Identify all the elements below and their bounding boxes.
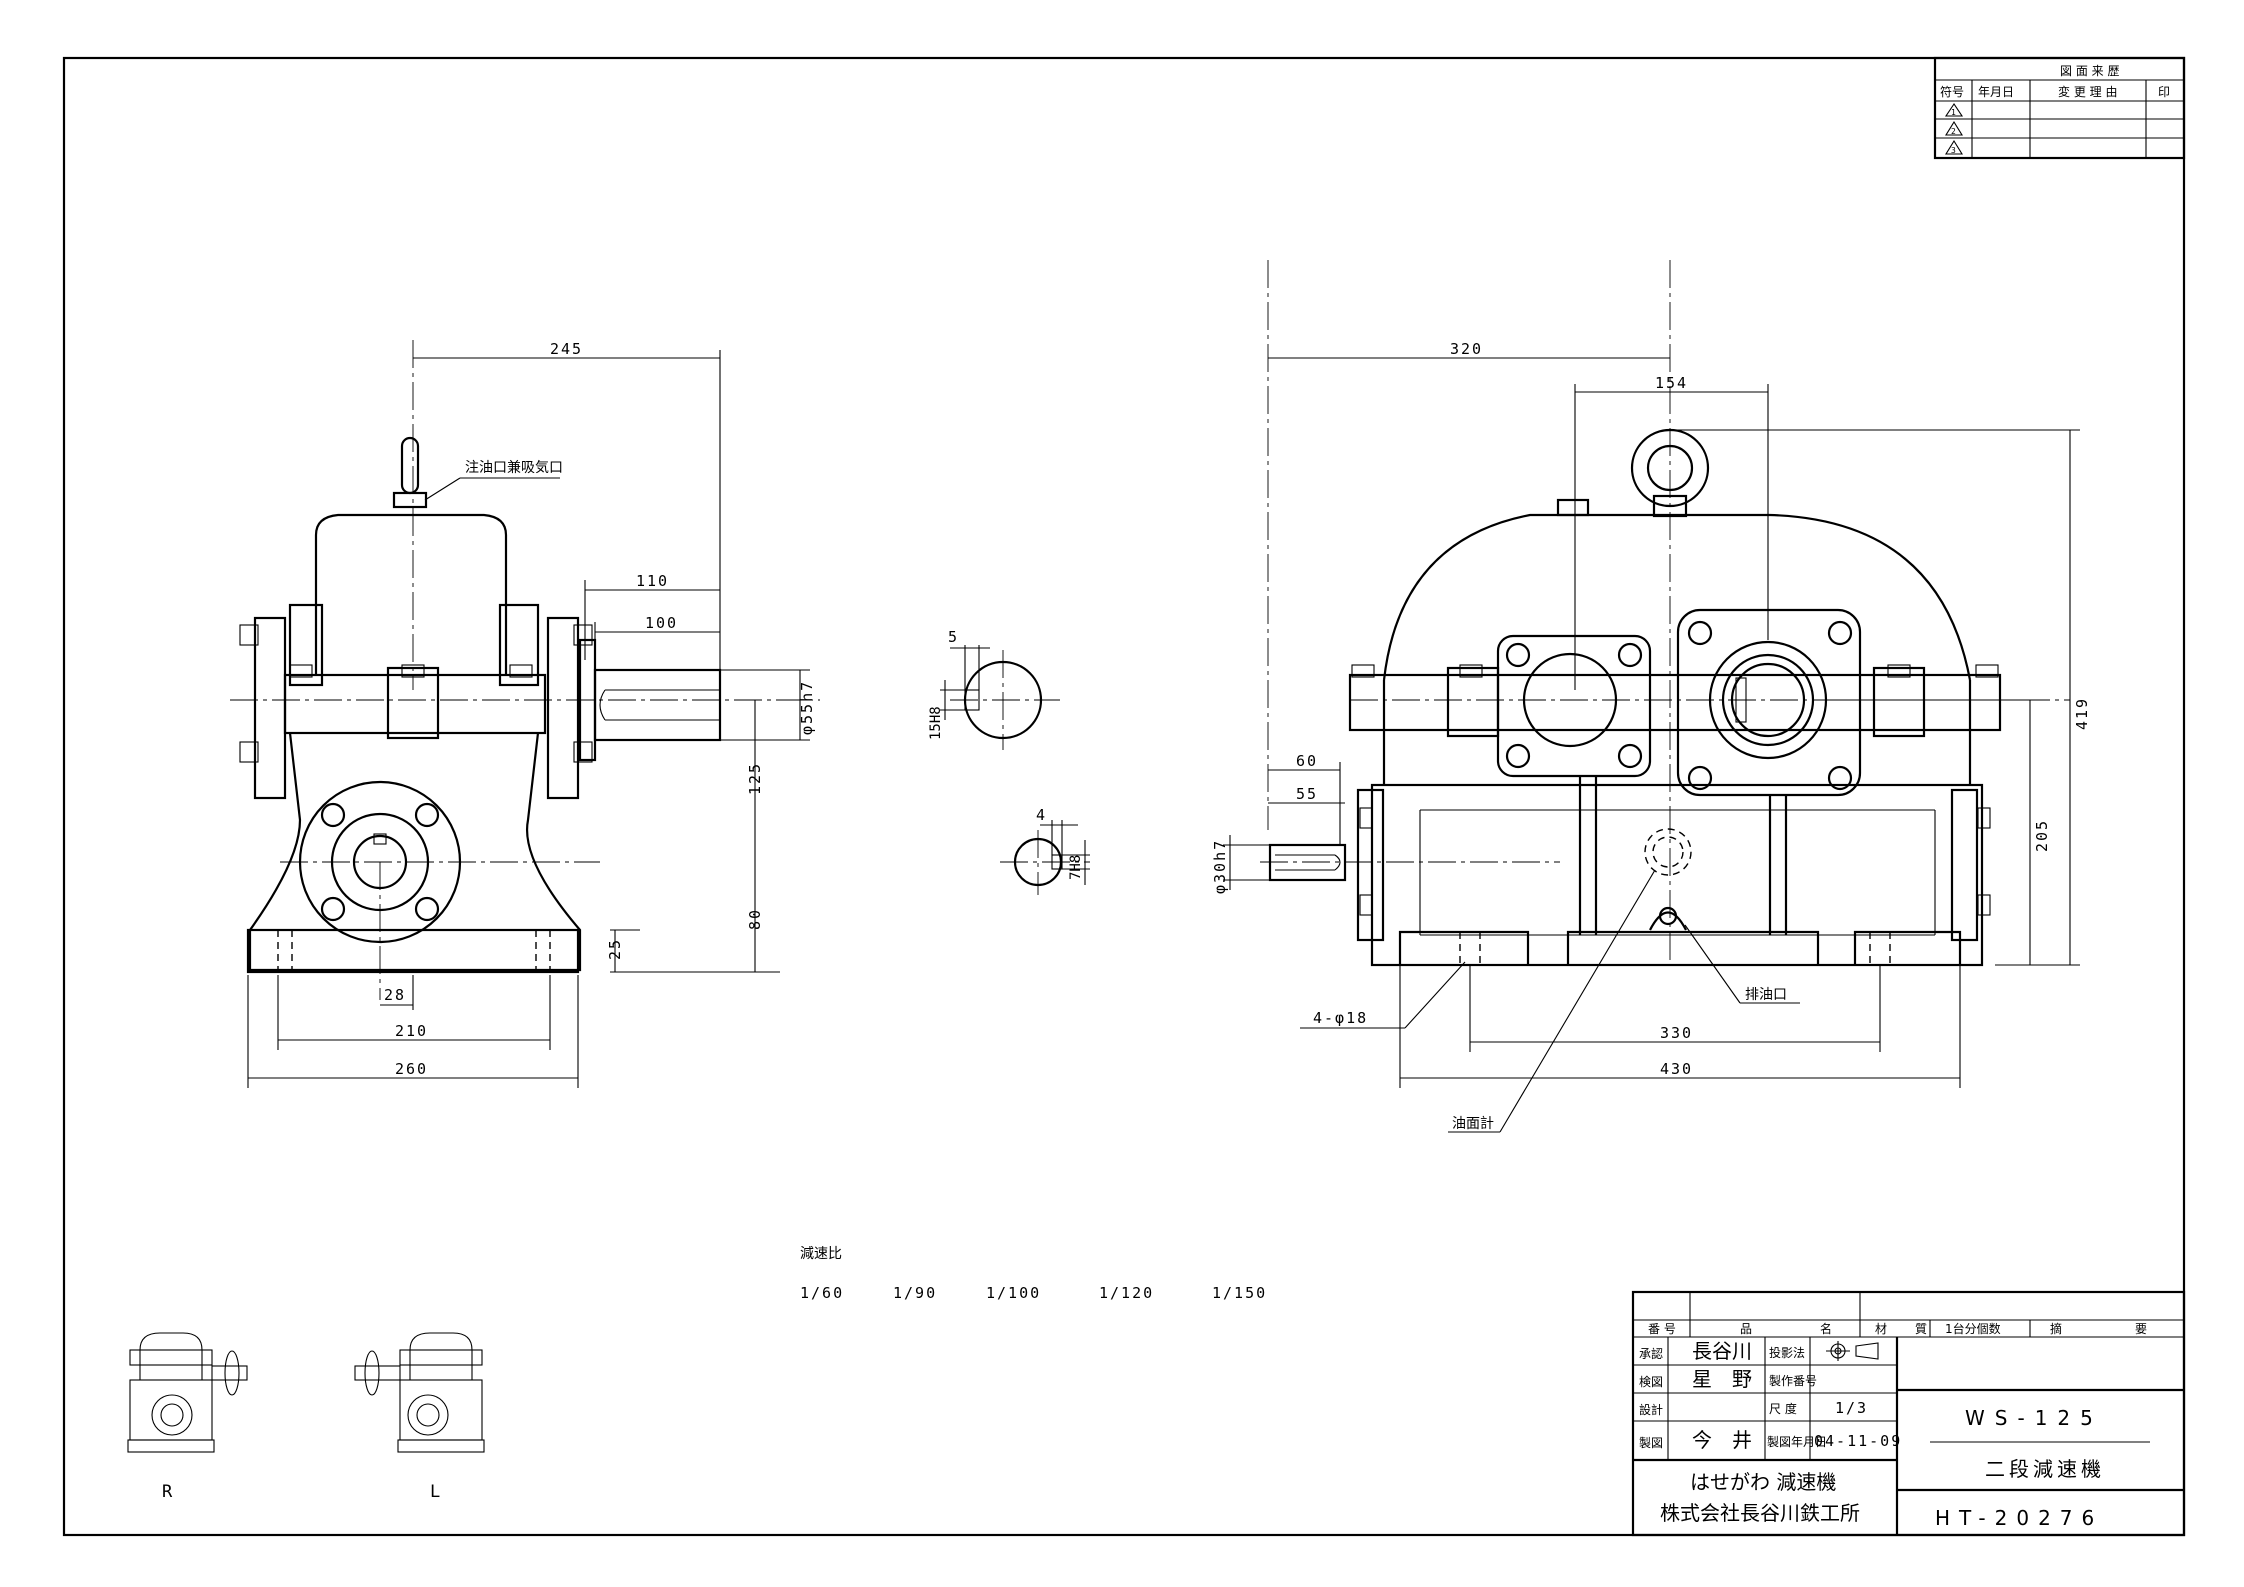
- dim-key-7h8: 7H8: [1068, 855, 1084, 880]
- tb-role-draft: 製図: [1639, 1436, 1663, 1450]
- dim-28: 28: [384, 986, 406, 1004]
- orientation-left-icon: L: [354, 1332, 485, 1502]
- ratio-value: 1/100: [986, 1284, 1041, 1302]
- dim-430: 430: [1660, 1060, 1693, 1078]
- side-view: 245 110 100 φ55h7 125 80 25 28 210 260 注…: [230, 340, 820, 1088]
- tb-label-projection: 投影法: [1769, 1345, 1805, 1360]
- label-drain: 排油口: [1745, 987, 1787, 1003]
- revision-triangle-icon: 3: [1945, 139, 1963, 155]
- tb-header: 要: [2135, 1322, 2147, 1336]
- front-input-shaft: [1268, 843, 1347, 882]
- front-view: 320 154 60 55 φ30h7 419 205 330 430 4-φ1…: [1211, 260, 2091, 1133]
- tb-name-approve: 長谷川: [1692, 1339, 1752, 1363]
- tb-role-design: 設計: [1639, 1402, 1663, 1417]
- tb-label-mfg-no: 製作番号: [1769, 1374, 1817, 1388]
- dim-320: 320: [1450, 340, 1483, 358]
- tb-role-check: 検図: [1639, 1375, 1663, 1389]
- ratio-label: 減速比: [800, 1245, 842, 1262]
- dim-260: 260: [395, 1060, 428, 1078]
- ratio-value: 1/150: [1212, 1284, 1267, 1302]
- svg-text:3: 3: [1951, 146, 1956, 155]
- dim-bolt-holes: 4-φ18: [1313, 1009, 1368, 1027]
- oil-gauge: [1644, 828, 1692, 876]
- dim-110: 110: [636, 572, 669, 590]
- dim-419: 419: [2073, 697, 2091, 730]
- ratio-value: 1/60: [800, 1284, 844, 1302]
- label-oil-inlet: 注油口兼吸気口: [465, 460, 563, 476]
- tb-header: 材: [1875, 1322, 1887, 1336]
- revision-history-block: 図 面 来 歴 符号 年月日 変 更 理 由 印 1 2 3: [1933, 56, 2186, 160]
- sheet-border: [62, 56, 2186, 1537]
- dim-245: 245: [550, 340, 583, 358]
- tb-header: 質: [1915, 1321, 1927, 1336]
- tb-drawing-no: HT-20276: [1935, 1506, 2103, 1530]
- revision-triangle-icon: 1: [1944, 103, 1964, 117]
- history-header-seal: 印: [2158, 85, 2170, 99]
- reduction-ratios: 減速比 1/60 1/90 1/100 1/120 1/150: [800, 1245, 1267, 1302]
- svg-text:2: 2: [1951, 127, 1956, 136]
- tb-header: 1台分個数: [1945, 1321, 2001, 1336]
- history-header-symbol: 符号: [1940, 84, 1964, 99]
- history-title: 図 面 来 歴: [2060, 64, 2119, 78]
- tb-role-approve: 承認: [1639, 1346, 1663, 1361]
- bearing-cover-left: [1496, 634, 1652, 778]
- label-l: L: [430, 1482, 440, 1502]
- dim-125: 125: [746, 762, 764, 795]
- tb-label-scale: 尺 度: [1769, 1401, 1797, 1416]
- label-oil-gauge: 油面計: [1452, 1116, 1494, 1132]
- dim-210: 210: [395, 1022, 428, 1040]
- dim-330: 330: [1660, 1024, 1693, 1042]
- ratio-value: 1/120: [1099, 1284, 1154, 1302]
- tb-header: 摘: [2050, 1321, 2062, 1336]
- tb-name-check: 星 野: [1692, 1367, 1752, 1391]
- output-flange: [298, 780, 462, 944]
- dim-205: 205: [2033, 819, 2051, 852]
- title-block: 番 号 品 名 材 質 1台分個数 摘 要 承認 検図 設計 製図 長谷川 星 …: [1631, 1290, 2186, 1537]
- keyway-detail-small: 4 7H8: [1000, 806, 1090, 895]
- dim-25: 25: [606, 938, 624, 960]
- tb-name-draft: 今 井: [1692, 1428, 1752, 1452]
- dim-shaft-dia-55: φ55h7: [798, 680, 816, 735]
- label-r: R: [162, 1482, 173, 1502]
- dim-60: 60: [1296, 752, 1318, 770]
- tb-scale-value: 1/3: [1835, 1399, 1868, 1417]
- keyway-detail-large: 5 15H8: [928, 628, 1060, 750]
- projection-symbol-icon: [1826, 1341, 1879, 1361]
- dim-key-4: 4: [1036, 806, 1047, 824]
- dim-key-5: 5: [948, 628, 959, 646]
- drain-plug: [1649, 911, 1687, 931]
- dim-shaft-dia-30: φ30h7: [1211, 839, 1229, 894]
- tb-label-date: 製図年月日: [1767, 1435, 1827, 1449]
- input-shaft: [593, 668, 722, 742]
- svg-text:1: 1: [1951, 108, 1956, 117]
- dim-80: 80: [746, 908, 764, 930]
- tb-model: WS-125: [1965, 1406, 2103, 1430]
- dim-key-15h8: 15H8: [928, 706, 944, 740]
- tb-brand: はせがわ 減速機: [1690, 1470, 1836, 1494]
- tb-header: 品: [1740, 1322, 1752, 1336]
- tb-header: 番 号: [1648, 1322, 1676, 1336]
- tb-product: 二段減速機: [1985, 1457, 2105, 1481]
- revision-triangle-icon: 2: [1945, 120, 1963, 136]
- ratio-value: 1/90: [893, 1284, 937, 1302]
- history-header-date: 年月日: [1978, 85, 2014, 99]
- dim-100: 100: [645, 614, 678, 632]
- tb-company: 株式会社長谷川鉄工所: [1660, 1501, 1860, 1525]
- orientation-right-icon: R: [127, 1332, 248, 1502]
- tb-header: 名: [1820, 1321, 1832, 1336]
- dim-55: 55: [1296, 785, 1318, 803]
- breather-plug: [400, 436, 420, 495]
- history-header-reason: 変 更 理 由: [2058, 84, 2117, 99]
- tb-date-value: 04-11-09: [1814, 1432, 1902, 1450]
- dim-154: 154: [1655, 374, 1688, 392]
